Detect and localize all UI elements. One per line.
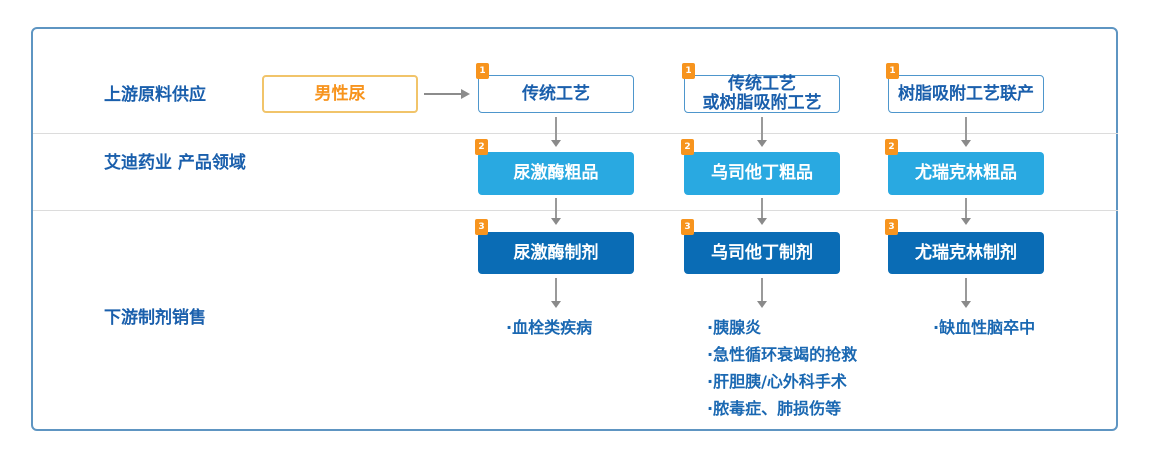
crude-box-label: 尤瑞克林粗品 — [915, 163, 1017, 183]
arrow-right-stem — [424, 93, 461, 95]
step-badge: 3 — [885, 219, 898, 235]
arrow-right-icon — [424, 88, 470, 100]
arrow-stem — [555, 198, 557, 218]
formulation-box-col1: 3 乌司他丁制剂 — [681, 219, 840, 274]
arrow-stem — [761, 117, 763, 140]
crude-box-col2: 2 尤瑞克林粗品 — [885, 139, 1044, 195]
step-badge: 1 — [682, 63, 695, 79]
formulation-box-label: 乌司他丁制剂 — [711, 242, 813, 263]
crude-box-label: 尿激酶粗品 — [513, 163, 599, 183]
crude-box-col1: 2 乌司他丁粗品 — [681, 139, 840, 195]
step-badge: 2 — [885, 139, 898, 155]
source-box-male-urine: 男性尿 — [262, 75, 418, 113]
arrow-head — [757, 140, 767, 147]
arrow-head — [961, 301, 971, 308]
process-box-label: 传统工艺 — [522, 83, 590, 104]
crude-box-col0: 2 尿激酶粗品 — [475, 139, 634, 195]
arrow-down-icon — [550, 278, 562, 308]
indication-item: ·缺血性脑卒中 — [933, 318, 1036, 337]
formulation-box-col2: 3 尤瑞克林制剂 — [885, 219, 1044, 274]
arrow-down-icon — [960, 117, 972, 147]
indication-item: ·肝胆胰/心外科手术 — [707, 372, 847, 391]
arrow-down-icon — [756, 117, 768, 147]
indication-item: ·胰腺炎 — [707, 318, 762, 337]
process-box-col2: 1 树脂吸附工艺联产 — [886, 63, 1044, 113]
arrow-stem — [555, 117, 557, 140]
row-label-upstream: 上游原料供应 — [104, 85, 206, 105]
indication-item: ·急性循环衰竭的抢救 — [707, 345, 858, 364]
arrow-stem — [965, 117, 967, 140]
arrow-stem — [965, 198, 967, 218]
step-badge: 2 — [475, 139, 488, 155]
arrow-down-icon — [960, 198, 972, 225]
step-badge: 2 — [681, 139, 694, 155]
crude-box-label: 乌司他丁粗品 — [711, 163, 813, 183]
formulation-box-label: 尿激酶制剂 — [513, 242, 599, 263]
indication-list-col0: ·血栓类疾病 — [506, 314, 592, 341]
arrow-stem — [965, 278, 967, 301]
arrow-stem — [761, 198, 763, 218]
row-label-downstream: 下游制剂销售 — [104, 308, 206, 328]
formulation-box-label: 尤瑞克林制剂 — [915, 242, 1017, 263]
formulation-box-col0: 3 尿激酶制剂 — [475, 219, 634, 274]
row-label-company: 艾迪药业 产品领域 — [104, 151, 246, 176]
arrow-down-icon — [756, 198, 768, 225]
process-box-label: 树脂吸附工艺联产 — [898, 83, 1034, 104]
row-divider-1 — [33, 133, 1118, 134]
indication-list-col1: ·胰腺炎 ·急性循环衰竭的抢救 ·肝胆胰/心外科手术 ·脓毒症、肺损伤等 — [707, 314, 857, 422]
arrow-head — [961, 218, 971, 225]
step-badge: 1 — [476, 63, 489, 79]
arrow-head — [551, 218, 561, 225]
indication-list-col2: ·缺血性脑卒中 — [933, 314, 1035, 341]
indication-item: ·脓毒症、肺损伤等 — [707, 399, 842, 418]
arrow-head — [757, 301, 767, 308]
arrow-head — [961, 140, 971, 147]
process-box-col0: 1 传统工艺 — [476, 63, 634, 113]
arrow-down-icon — [960, 278, 972, 308]
step-badge: 1 — [886, 63, 899, 79]
arrow-down-icon — [550, 198, 562, 225]
arrow-down-icon — [550, 117, 562, 147]
process-box-label: 传统工艺 — [728, 74, 796, 94]
arrow-right-head — [461, 89, 470, 99]
row-divider-2 — [33, 210, 1118, 211]
process-box-col1: 1 传统工艺 或树脂吸附工艺 — [682, 63, 840, 113]
arrow-down-icon — [756, 278, 768, 308]
step-badge: 3 — [681, 219, 694, 235]
row-label-company-line2: 产品领域 — [177, 153, 246, 173]
arrow-stem — [555, 278, 557, 301]
arrow-stem — [761, 278, 763, 301]
arrow-head — [551, 301, 561, 308]
row-label-company-line1: 艾迪药业 — [104, 153, 172, 173]
indication-item: ·血栓类疾病 — [506, 318, 593, 337]
arrow-head — [757, 218, 767, 225]
process-box-label-line2: 或树脂吸附工艺 — [702, 93, 822, 113]
arrow-head — [551, 140, 561, 147]
source-box-label: 男性尿 — [314, 83, 366, 104]
step-badge: 3 — [475, 219, 488, 235]
